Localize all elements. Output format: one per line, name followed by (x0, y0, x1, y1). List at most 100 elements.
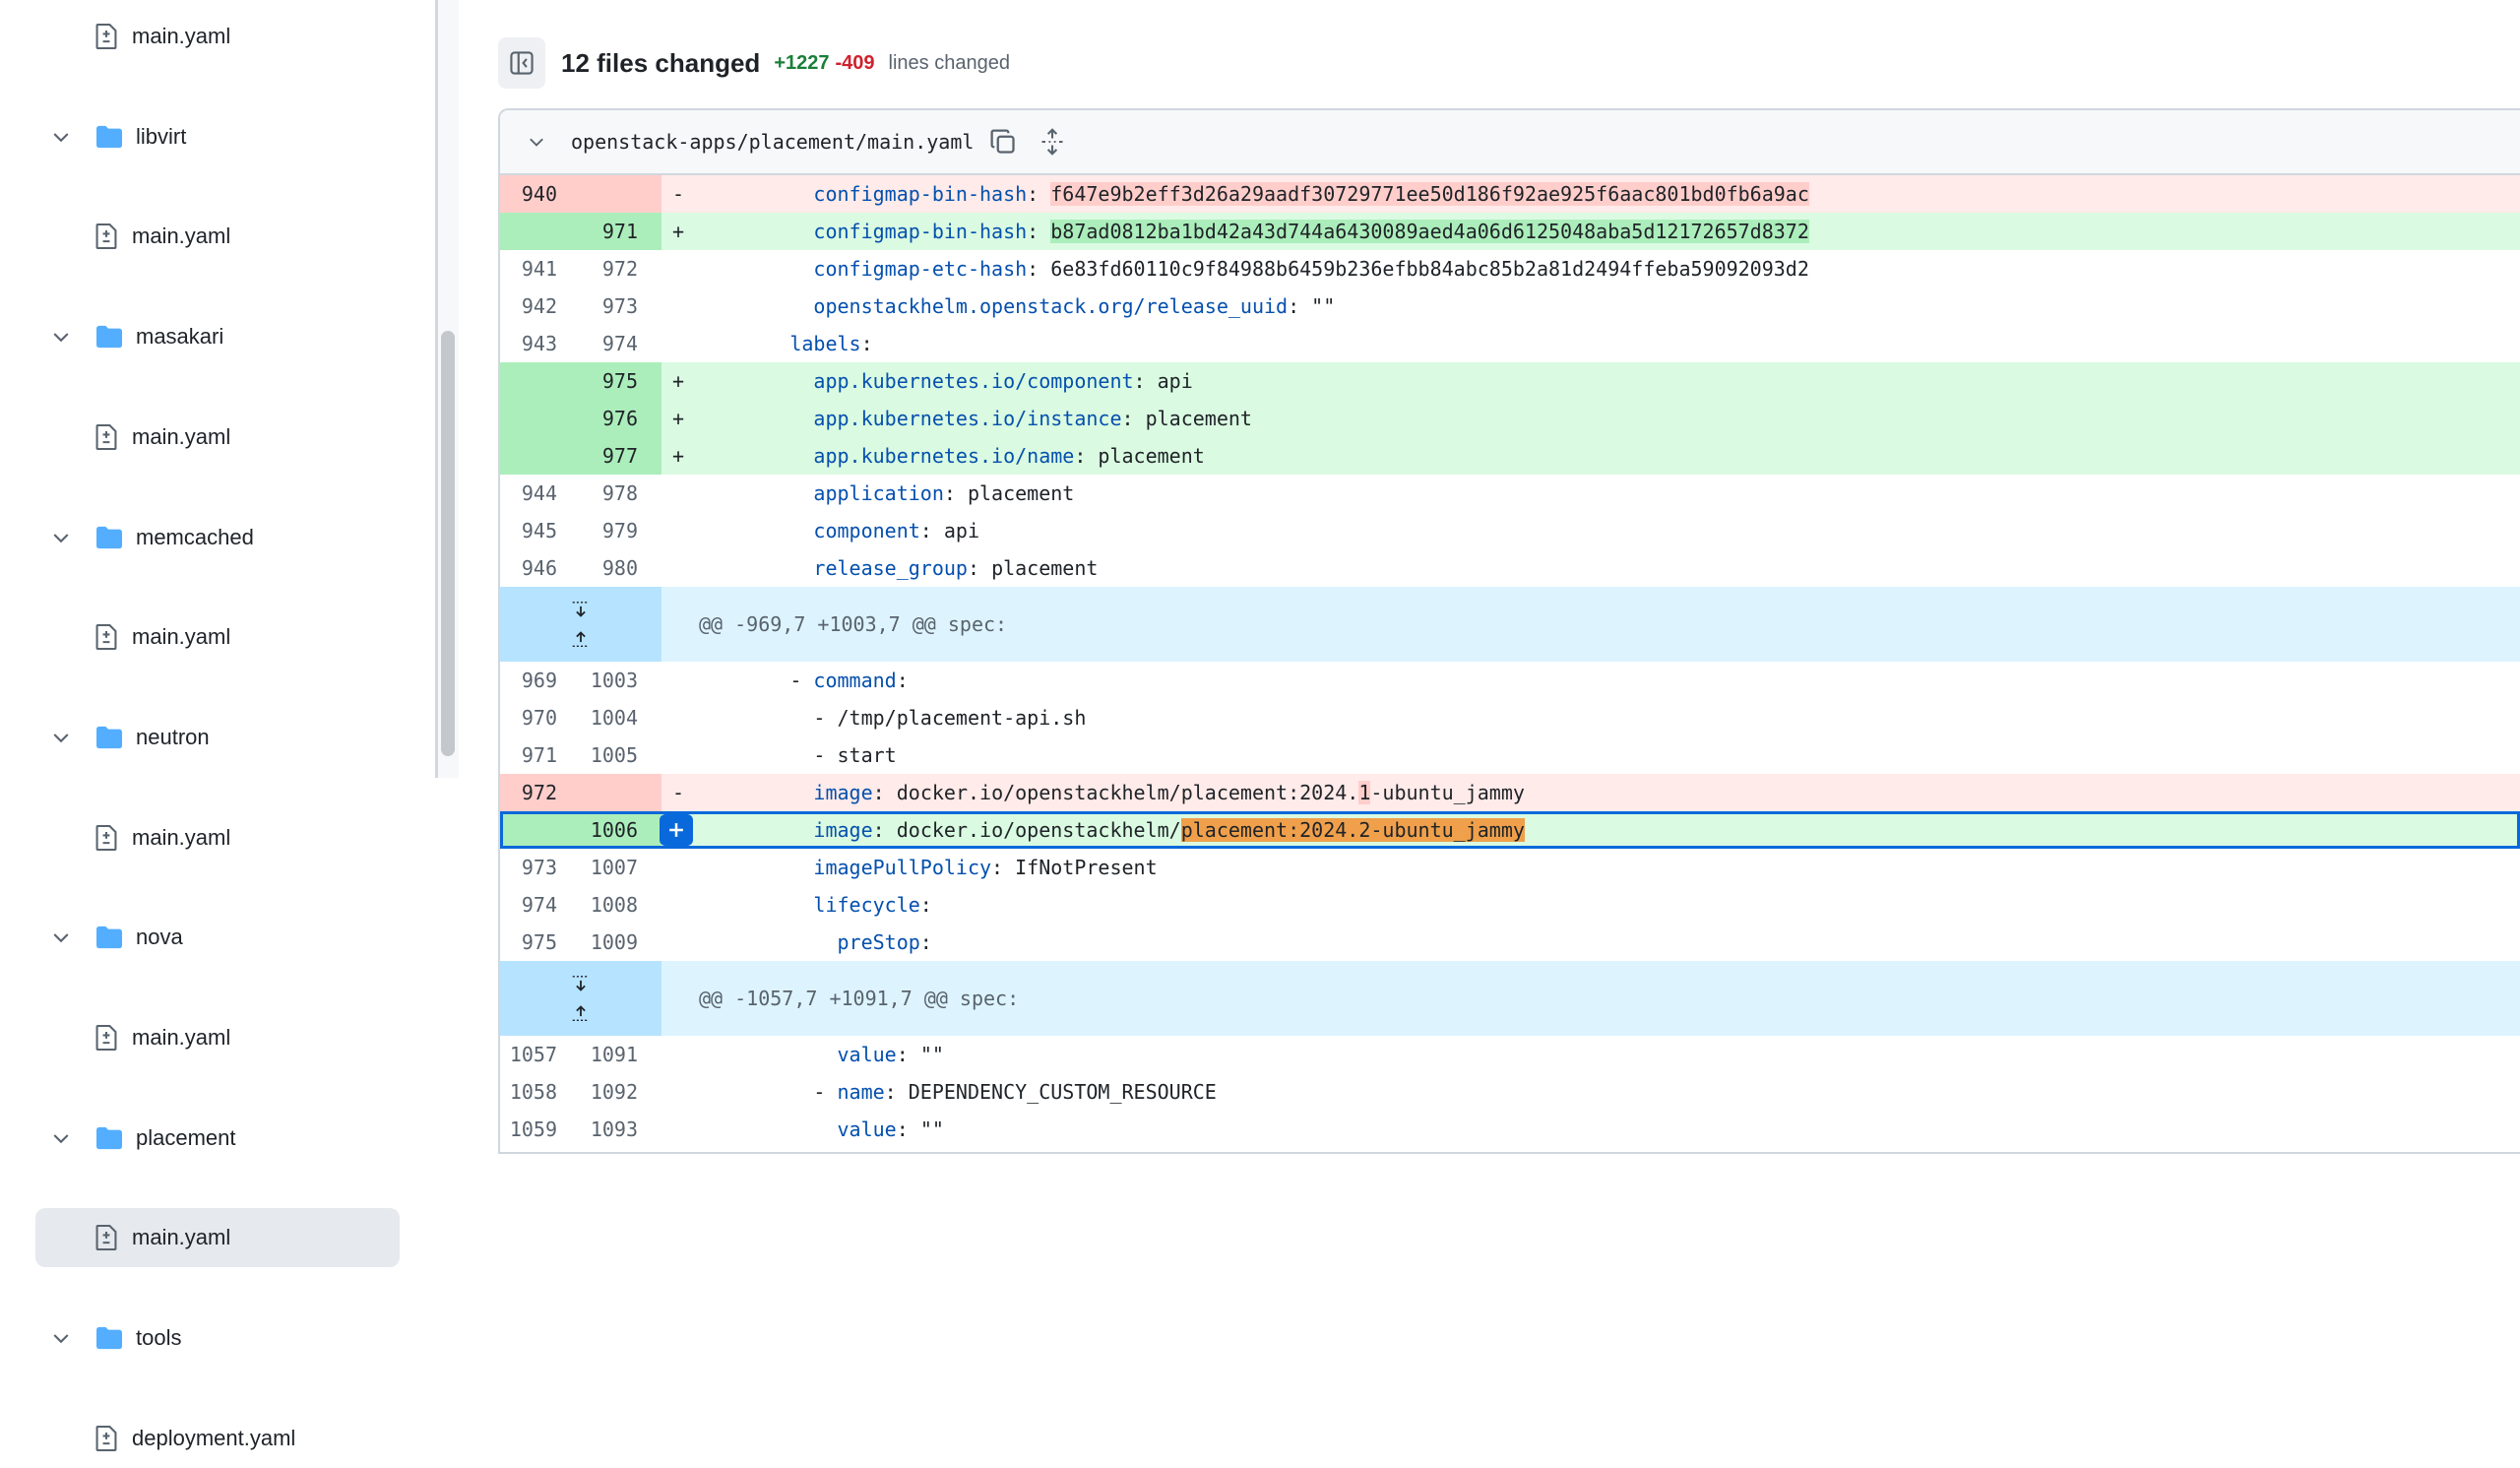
tree-folder-placement[interactable]: placement (35, 1109, 400, 1168)
yaml-separator: : (1133, 369, 1158, 393)
code-indent (695, 481, 813, 505)
code-content: value: "" (695, 1036, 2520, 1073)
yaml-key: component (813, 519, 920, 543)
diff-line-deleted[interactable]: 972- image: docker.io/openstackhelm/plac… (500, 774, 2520, 811)
code-indent (695, 294, 813, 318)
yaml-key: image (813, 818, 873, 842)
tree-folder-libvirt[interactable]: libvirt (35, 107, 400, 166)
diff-line-added[interactable]: 977+ app.kubernetes.io/name: placement (500, 437, 2520, 475)
tree-file[interactable]: main.yaml (35, 607, 400, 667)
folder-icon (96, 125, 122, 148)
additions-count: +1227 (774, 51, 830, 74)
file-diff-icon (95, 223, 117, 250)
file-diff-icon (95, 423, 117, 450)
new-line-number: 980 (601, 556, 638, 580)
yaml-key: preStop (837, 930, 920, 954)
yaml-separator: : (872, 781, 897, 804)
file-diff-icon (95, 824, 117, 851)
code-content: value: "" (695, 1111, 2520, 1148)
expand-all-icon[interactable] (1039, 128, 1066, 156)
tree-folder-neutron[interactable]: neutron (35, 708, 400, 767)
tree-folder-masakari[interactable]: masakari (35, 307, 400, 366)
expand-up-icon[interactable] (570, 1002, 592, 1022)
diff-line-added[interactable]: 971+ configmap-bin-hash: b87ad0812ba1bd4… (500, 213, 2520, 250)
tree-item-label: main.yaml (132, 1225, 231, 1250)
old-line-number (500, 400, 581, 437)
tree-file[interactable]: main.yaml (35, 1208, 400, 1268)
code-indent (695, 556, 813, 580)
tree-item-label: main.yaml (132, 1025, 231, 1050)
copy-icon[interactable] (989, 128, 1017, 156)
diff-sign (662, 287, 695, 325)
chevron-down-icon[interactable] (49, 526, 73, 549)
tree-item-label: main.yaml (132, 624, 231, 650)
yaml-value: "" (1311, 294, 1336, 318)
chevron-down-icon[interactable] (49, 125, 73, 149)
expand-hunk-control[interactable] (500, 961, 662, 1036)
chevron-down-icon[interactable] (49, 726, 73, 749)
code-content: component: api (695, 512, 2520, 549)
diff-sign (662, 1073, 695, 1111)
code-indent (695, 893, 813, 917)
code-indent (695, 781, 813, 804)
code-indent: - (695, 706, 838, 730)
old-line-number (500, 362, 581, 400)
yaml-value: "" (919, 1043, 944, 1066)
tree-file[interactable]: main.yaml (35, 207, 400, 266)
folder-icon (96, 325, 122, 349)
tree-item-label: libvirt (136, 123, 187, 149)
diff-line-deleted[interactable]: 940- configmap-bin-hash: f647e9b2eff3d26… (500, 175, 2520, 213)
sidebar-scrollbar-thumb[interactable] (441, 331, 455, 756)
code-content: imagePullPolicy: IfNotPresent (695, 849, 2520, 886)
chevron-down-icon[interactable] (49, 925, 73, 949)
yaml-separator: : (1121, 407, 1146, 430)
file-path[interactable]: openstack-apps/placement/main.yaml (571, 130, 975, 154)
tree-item-label: main.yaml (132, 223, 231, 249)
file-diff-container: openstack-apps/placement/main.yaml 940- … (498, 108, 2520, 1154)
code-indent (695, 818, 813, 842)
code-indent (695, 182, 813, 206)
diff-line-added[interactable]: 975+ app.kubernetes.io/component: api (500, 362, 2520, 400)
expand-down-icon[interactable] (570, 975, 592, 994)
chevron-down-icon[interactable] (49, 1326, 73, 1350)
expand-up-icon[interactable] (570, 628, 592, 648)
code-indent: - (695, 1080, 838, 1104)
expand-hunk-control[interactable] (500, 587, 662, 662)
tree-file[interactable]: main.yaml (35, 408, 400, 467)
tree-file[interactable]: deployment.yaml (35, 1409, 400, 1468)
yaml-key: app.kubernetes.io/name (813, 444, 1075, 468)
tree-folder-memcached[interactable]: memcached (35, 508, 400, 567)
diff-line-added[interactable]: 1006 image: docker.io/openstackhelm/plac… (500, 811, 2520, 849)
yaml-value: api (1157, 369, 1193, 393)
tree-folder-tools[interactable]: tools (35, 1308, 400, 1368)
add-comment-button[interactable] (660, 814, 693, 846)
tree-folder-nova[interactable]: nova (35, 908, 400, 967)
toggle-file-tree-button[interactable] (498, 37, 545, 89)
chevron-down-icon[interactable] (49, 1126, 73, 1150)
diff-line-added[interactable]: 976+ app.kubernetes.io/instance: placeme… (500, 400, 2520, 437)
expand-down-icon[interactable] (570, 601, 592, 620)
tree-file[interactable]: main.yaml (35, 1008, 400, 1067)
yaml-key: release_group (813, 556, 968, 580)
yaml-value: /tmp/placement-api.sh (837, 706, 1087, 730)
chevron-down-icon[interactable] (526, 131, 547, 153)
chevron-down-icon[interactable] (49, 325, 73, 349)
tree-file[interactable]: main.yaml (35, 808, 400, 867)
tree-file[interactable]: main.yaml (35, 7, 400, 66)
old-line-number (500, 213, 581, 250)
